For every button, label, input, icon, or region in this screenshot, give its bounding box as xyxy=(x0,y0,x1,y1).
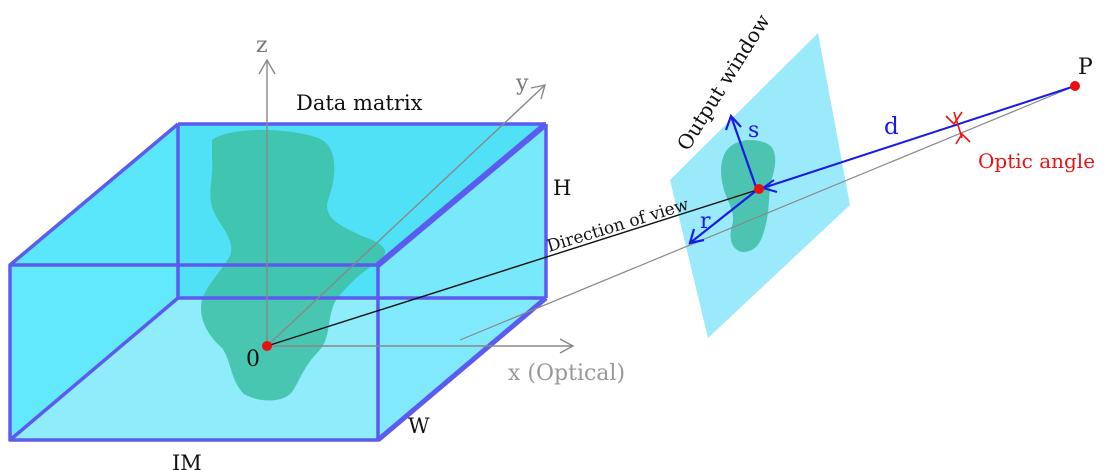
x-axis-label: x (Optical) xyxy=(508,361,625,386)
view-rays xyxy=(266,85,1076,347)
x-axis-arrowhead xyxy=(559,338,575,354)
d-vector-line xyxy=(762,85,1076,189)
r-vector-arrowhead xyxy=(688,228,705,245)
data-matrix-label: Data matrix xyxy=(296,91,423,115)
z-axis-arrowhead xyxy=(258,58,276,75)
window-center-point xyxy=(754,184,764,194)
s-vector-label: s xyxy=(748,118,759,143)
h-label: H xyxy=(553,176,571,200)
direction-of-view-label: Direction of view xyxy=(545,194,692,256)
optic-angle-label: Optic angle xyxy=(978,149,1095,173)
origin-point xyxy=(262,341,272,351)
r-vector xyxy=(689,189,758,244)
box-edges xyxy=(8,121,548,442)
r-vector-label: r xyxy=(700,209,711,234)
w-label: W xyxy=(408,414,430,438)
im-label: IM xyxy=(172,451,202,470)
axes xyxy=(258,58,575,354)
z-axis-label: z xyxy=(256,33,268,58)
optic-angle-marker xyxy=(945,111,971,145)
origin-label: 0 xyxy=(246,347,260,372)
box-right-face xyxy=(378,124,546,440)
gray-ray xyxy=(459,85,1076,341)
y-axis-label: y xyxy=(515,71,529,96)
s-vector xyxy=(729,115,759,191)
s-vector-arrowhead xyxy=(724,113,742,131)
eye-point-p xyxy=(1070,81,1080,91)
y-axis-arrowhead xyxy=(530,84,546,100)
direction-of-view-line xyxy=(266,189,758,347)
d-vector-label: d xyxy=(884,114,899,140)
y-axis xyxy=(266,84,546,347)
p-point-label: P xyxy=(1078,55,1093,80)
